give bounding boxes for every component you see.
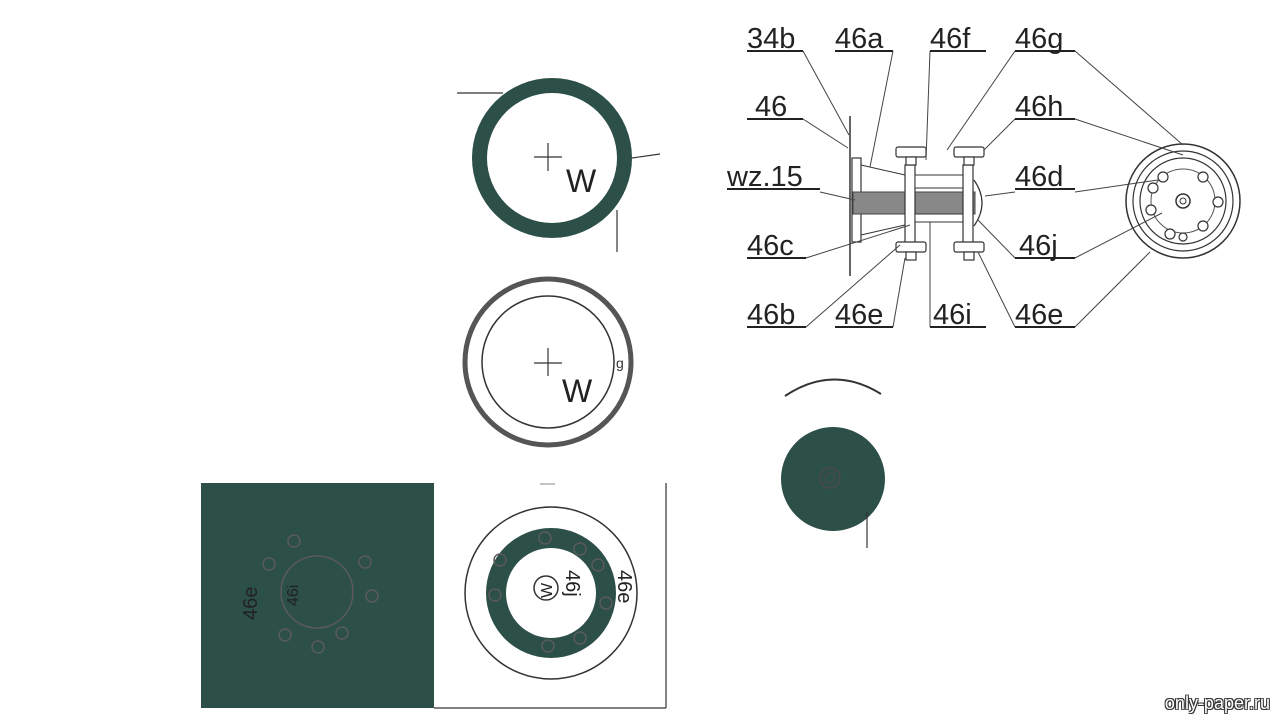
ring-mark-w: W bbox=[566, 163, 597, 199]
label-46a: 46a bbox=[835, 23, 884, 55]
label-46: 46 bbox=[755, 91, 787, 123]
label-46g: 46g bbox=[1015, 23, 1063, 55]
label-46j: 46j bbox=[1019, 230, 1058, 262]
square-label-46i: 46i bbox=[285, 585, 302, 606]
disc-label-46e: 46e bbox=[613, 570, 635, 603]
watermark: only-paper.ru bbox=[1164, 693, 1270, 713]
label-46f: 46f bbox=[930, 23, 971, 55]
label-34b: 34b bbox=[747, 23, 795, 55]
square-plate-part: 46e 46i bbox=[201, 483, 434, 708]
ring2-mark-g: g bbox=[616, 355, 624, 371]
label-46i: 46i bbox=[933, 299, 972, 331]
assembly-labels: 34b 46a 46f 46g 46 46h wz.15 46d 46c 46j… bbox=[726, 23, 1075, 331]
label-46h: 46h bbox=[1015, 91, 1063, 123]
label-46c: 46c bbox=[747, 230, 794, 262]
label-46e-right: 46e bbox=[1015, 299, 1063, 331]
label-46d: 46d bbox=[1015, 161, 1063, 193]
assembly-side-view bbox=[849, 116, 985, 276]
square-label-46e: 46e bbox=[240, 587, 262, 620]
assembly-front-view bbox=[1125, 143, 1241, 259]
disc-label-46j: 46j bbox=[561, 570, 583, 597]
label-wz15: wz.15 bbox=[726, 161, 803, 193]
flange-disc-part: W 46j 46e bbox=[434, 483, 667, 709]
label-46b: 46b bbox=[747, 299, 795, 331]
disc-center-w: W bbox=[539, 582, 556, 598]
label-46e-left: 46e bbox=[835, 299, 883, 331]
leader-lines bbox=[802, 50, 1184, 328]
dark-disc-part bbox=[781, 378, 885, 548]
ring2-mark-w: W bbox=[562, 373, 593, 409]
ring-part-1: W bbox=[457, 78, 661, 252]
ring-part-2: W g bbox=[462, 276, 634, 448]
